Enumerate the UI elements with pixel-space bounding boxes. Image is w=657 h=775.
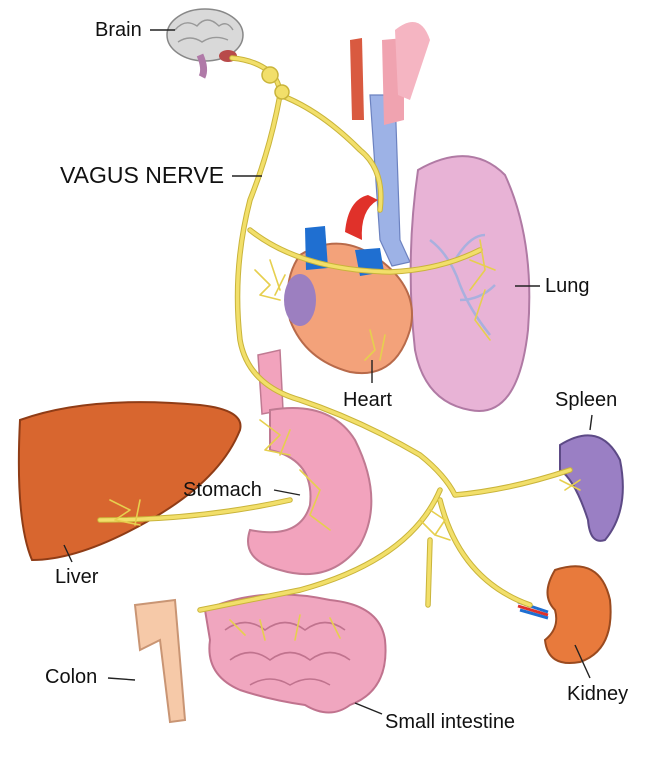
kidney-illustration	[517, 565, 612, 664]
colon-label: Colon	[45, 666, 98, 688]
liver-illustration	[17, 401, 242, 562]
heart-label: Heart	[343, 389, 392, 411]
spleen-label: Spleen	[555, 389, 618, 411]
stomach-illustration	[247, 349, 373, 576]
colon-illustration	[133, 598, 187, 724]
kidney-shape	[543, 565, 612, 664]
liver-label: Liver	[55, 566, 99, 588]
vagus-nerve-paths	[97, 55, 581, 641]
leader-lines	[63, 29, 593, 715]
lung-label: Lung	[545, 275, 590, 297]
lung-shape	[409, 155, 531, 412]
colon-shape	[133, 598, 187, 724]
small-intestine-illustration	[203, 593, 387, 714]
brain-label: Brain	[95, 19, 142, 41]
trachea-illustration	[350, 22, 430, 267]
small-intestine-label: Small intestine	[385, 711, 516, 733]
vagus-nerve-label: VAGUS NERVE	[60, 162, 225, 188]
kidney-label: Kidney	[567, 683, 629, 705]
stomach-shape	[247, 407, 373, 576]
liver-shape	[17, 401, 242, 562]
brain-illustration	[166, 8, 244, 79]
heart-illustration	[284, 195, 413, 375]
spleen-illustration	[559, 434, 624, 542]
spleen-shape	[559, 434, 624, 542]
lung-illustration	[409, 155, 531, 412]
stomach-label: Stomach	[183, 479, 262, 501]
